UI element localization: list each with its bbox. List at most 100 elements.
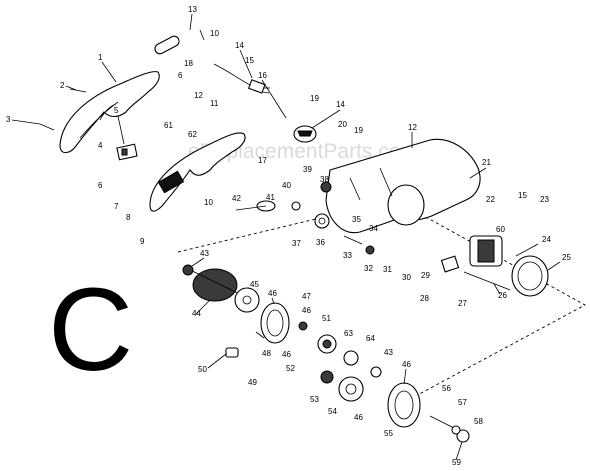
leader-line	[207, 353, 227, 369]
leader-line	[11, 119, 41, 125]
callout: 42	[232, 194, 241, 203]
washer-part	[314, 213, 330, 229]
plug-prong	[262, 91, 270, 94]
callout: 61	[164, 121, 173, 130]
callout: 27	[458, 299, 467, 308]
screw-part	[255, 331, 265, 339]
leader-line	[547, 261, 561, 271]
callout: 29	[421, 271, 430, 280]
grip-sleeve	[154, 35, 180, 55]
switch-button	[121, 148, 128, 156]
callout: 60	[496, 225, 505, 234]
leader-line	[191, 257, 205, 267]
callout: 52	[286, 364, 295, 373]
bearing-part	[320, 181, 332, 193]
callout: 43	[200, 249, 209, 258]
callout: 62	[188, 130, 197, 139]
fan-hub	[242, 295, 252, 305]
gear-case-rear	[387, 382, 421, 428]
callout: 13	[188, 5, 197, 14]
leader-line	[403, 368, 407, 385]
callout: 6	[178, 71, 183, 80]
leader-line	[271, 297, 275, 305]
callout: 24	[542, 235, 551, 244]
gear-part	[338, 376, 364, 402]
gear-case-front-inner	[266, 309, 284, 337]
callout: 19	[354, 126, 363, 135]
callout: 41	[266, 193, 275, 202]
spindle-nut	[456, 429, 470, 443]
callout: 14	[336, 100, 345, 109]
armature-bearing	[182, 264, 194, 276]
washer-hole	[318, 217, 326, 225]
leader-line	[455, 441, 463, 461]
shaft-part	[343, 235, 363, 245]
callout: 55	[384, 429, 393, 438]
callout: 19	[310, 94, 319, 103]
handle-half-left	[59, 71, 160, 154]
handle-half-left-detail	[79, 101, 119, 139]
callout: 64	[366, 334, 375, 343]
leader-line	[65, 85, 77, 91]
leader-line	[189, 13, 193, 31]
callout: 20	[338, 120, 347, 129]
callout: 32	[364, 264, 373, 273]
callout: 39	[303, 165, 312, 174]
callout: 40	[282, 181, 291, 190]
callout: 2	[60, 81, 65, 90]
callout: 25	[562, 253, 571, 262]
callout: 57	[458, 398, 467, 407]
callout: 12	[194, 91, 203, 100]
long-screw	[463, 271, 511, 291]
callout: 3	[6, 115, 11, 124]
leader-line	[515, 243, 539, 257]
gear-hub	[322, 339, 332, 349]
leader-line	[101, 61, 117, 83]
callout: 15	[518, 191, 527, 200]
callout: 1	[98, 53, 103, 62]
bearing-part	[365, 245, 375, 255]
leader-line	[117, 115, 125, 145]
callout: 9	[140, 237, 145, 246]
plug-part	[225, 347, 239, 358]
callout: 34	[369, 224, 378, 233]
callout: 18	[184, 59, 193, 68]
callout: 50	[198, 365, 207, 374]
callout: 21	[482, 158, 491, 167]
spindle-washer	[451, 425, 461, 435]
callout: 45	[250, 280, 259, 289]
callout: 31	[383, 265, 392, 274]
leader-line	[311, 109, 341, 129]
callout: 37	[292, 239, 301, 248]
watermark-text: eReplacementParts.com	[188, 140, 418, 163]
leader-line	[493, 283, 501, 295]
callout: 16	[258, 71, 267, 80]
callout: 53	[310, 395, 319, 404]
callout: 10	[204, 198, 213, 207]
field-winding	[477, 239, 495, 263]
cord-plate-mark	[297, 130, 313, 137]
leader-lines	[11, 13, 561, 461]
callout: 22	[486, 195, 495, 204]
housing-detail	[349, 167, 393, 201]
callout: 36	[316, 238, 325, 247]
bearing-part	[298, 321, 308, 331]
callout: 59	[452, 458, 461, 467]
callout: 46	[354, 413, 363, 422]
bearing-part	[320, 370, 334, 384]
callout: 43	[384, 348, 393, 357]
callout: 15	[245, 56, 254, 65]
gear-part	[343, 350, 359, 366]
gear-case-front	[260, 302, 290, 344]
gear-case-rear-inner	[394, 390, 414, 420]
callout: 6	[98, 181, 103, 190]
callout: 5	[114, 106, 119, 115]
end-bell	[511, 255, 549, 297]
callout: 46	[302, 306, 311, 315]
callout: 38	[320, 175, 329, 184]
leader-line	[469, 167, 487, 179]
handle-half-right	[149, 132, 246, 212]
callout: 23	[540, 195, 549, 204]
housing-end	[387, 184, 425, 226]
output-shaft	[429, 415, 455, 429]
